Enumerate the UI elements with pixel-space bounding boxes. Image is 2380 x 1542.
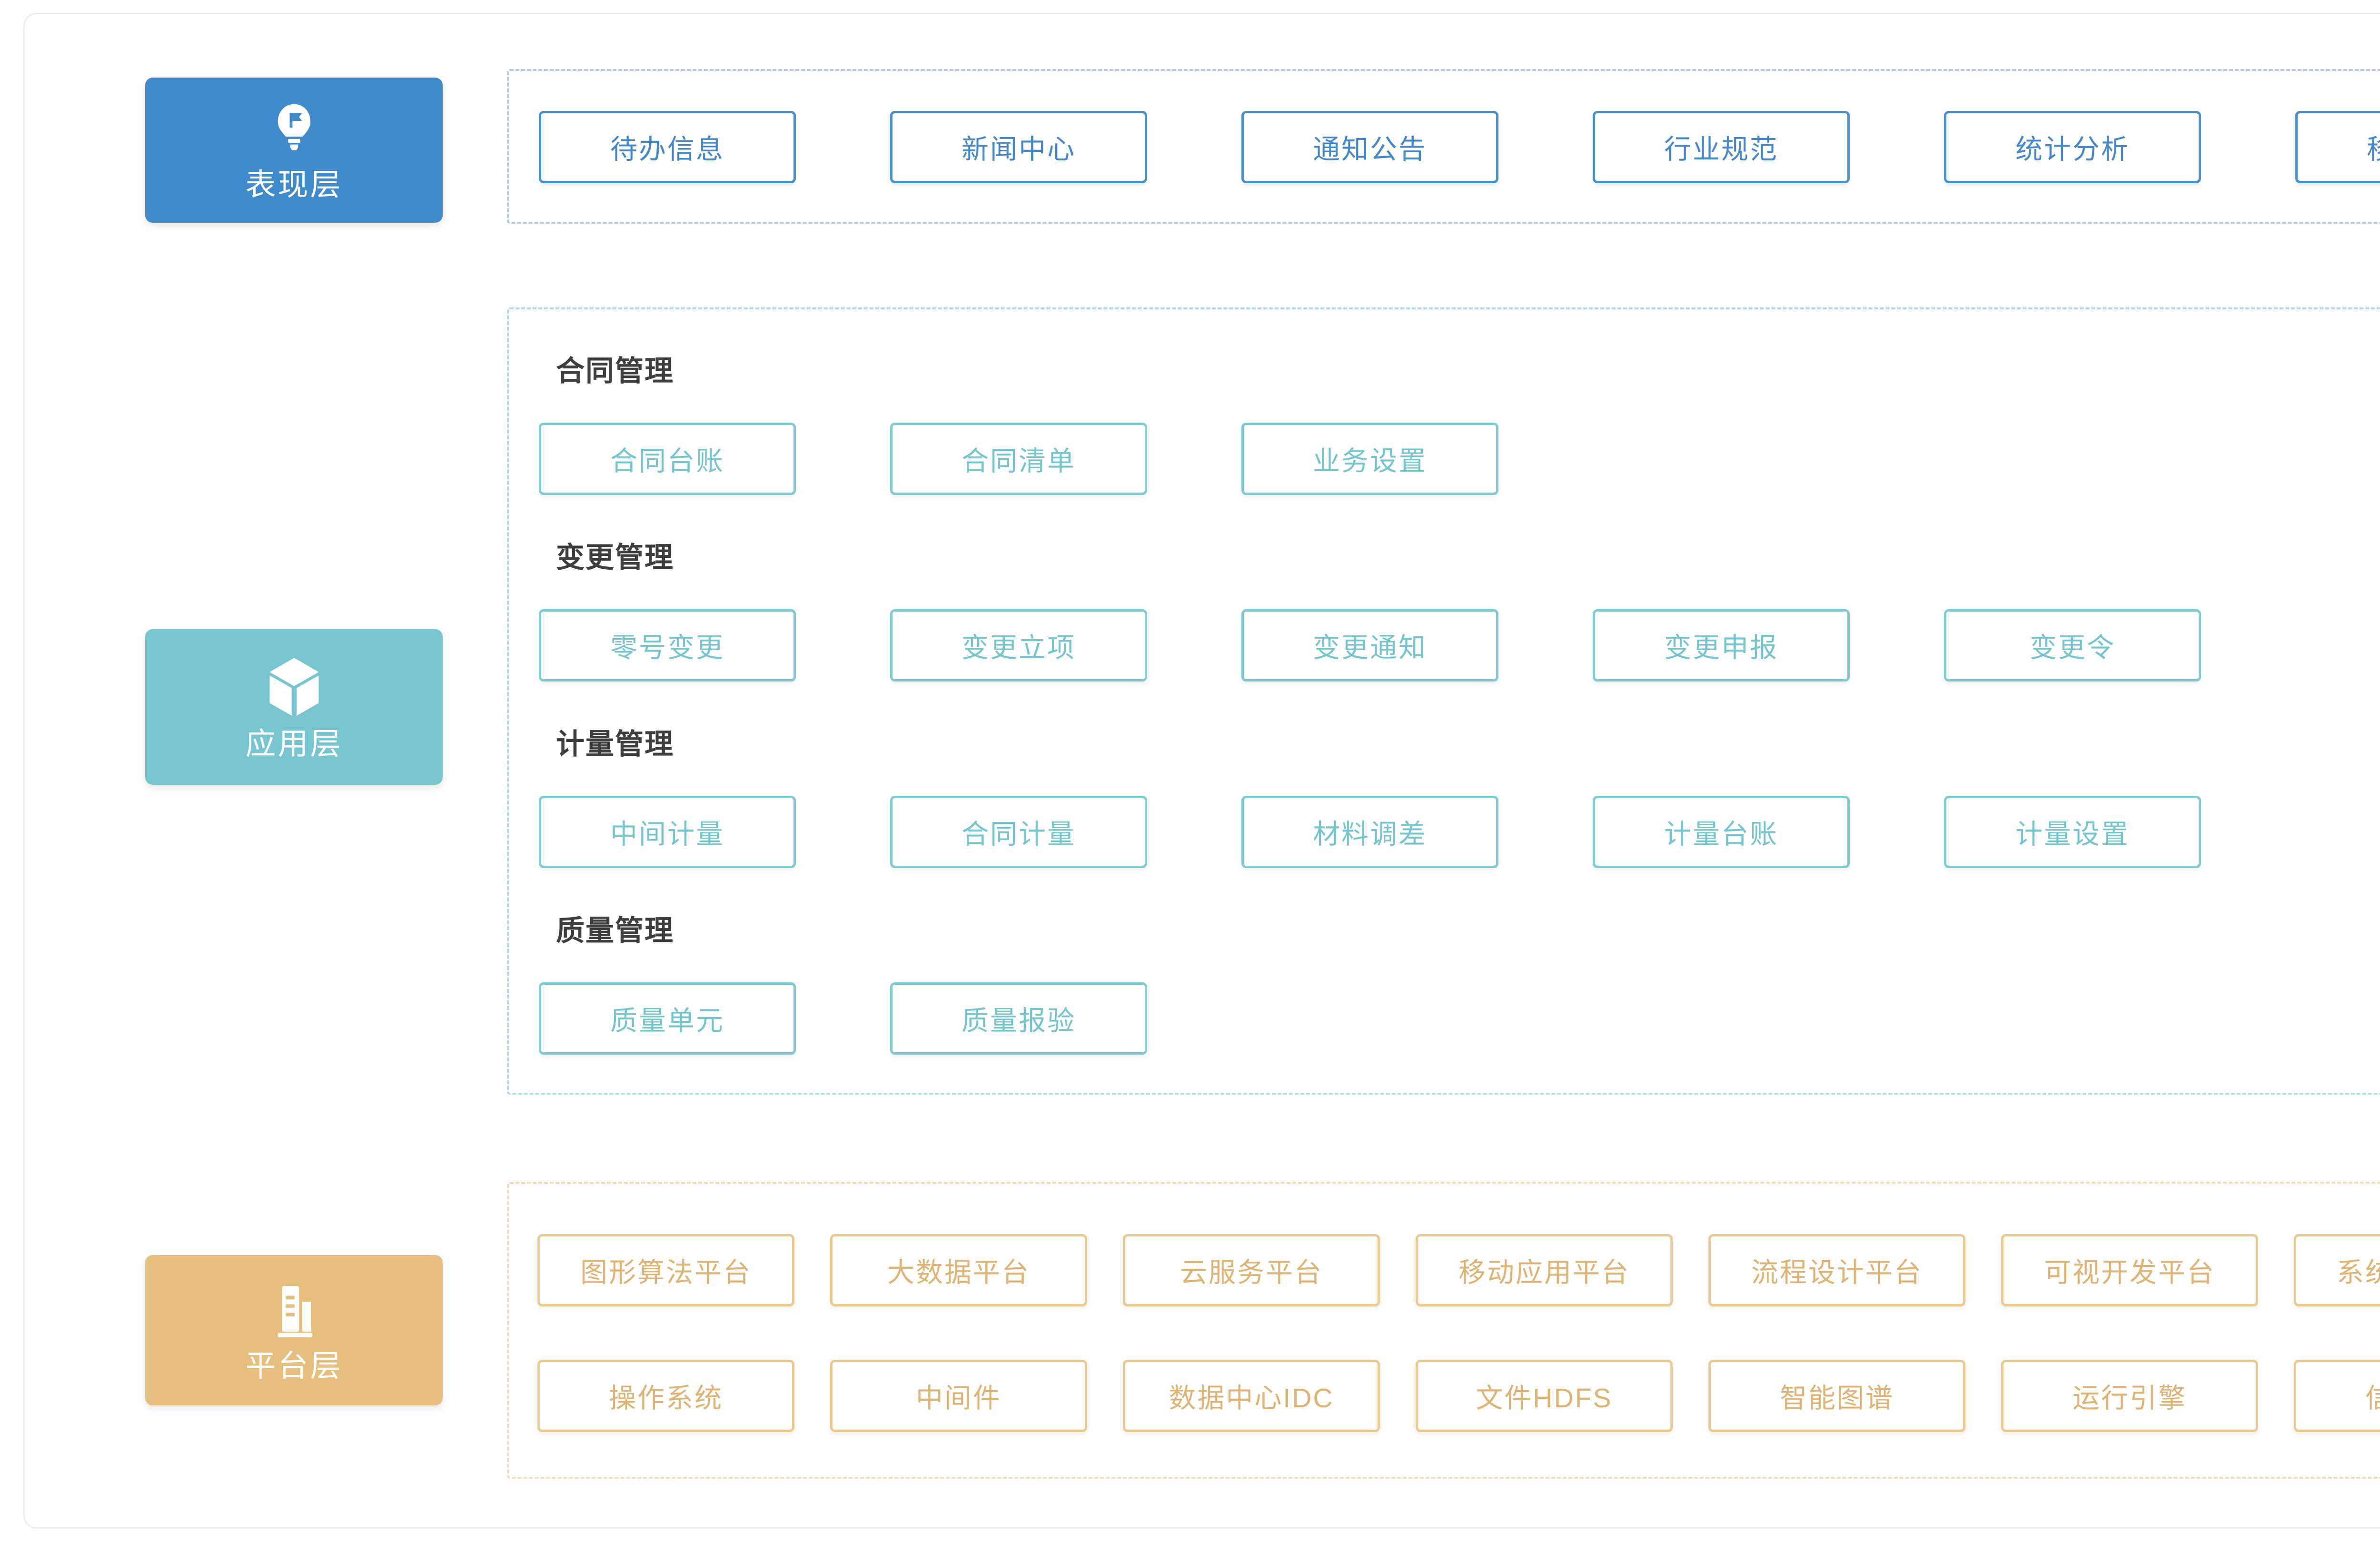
module-button[interactable]: 移动应用平台 [1416,1234,1673,1306]
module-button[interactable]: 信息安全 [2294,1360,2380,1432]
module-row: 待办信息 新闻中心 通知公告 行业规范 统计分析 移动应用 [539,111,2380,183]
platform-modules-area: 图形算法平台大数据平台云服务平台移动应用平台流程设计平台可视开发平台系统集成平台… [507,1182,2380,1479]
module-button[interactable]: 通知公告 [1241,111,1498,183]
group-heading: 计量管理 [556,728,674,760]
group-heading: 质量管理 [556,915,674,947]
module-row: 中间计量 合同计量 材料调差 计量台账 计量设置 [539,796,2380,868]
module-button[interactable]: 材料调差 [1241,796,1498,868]
module-button[interactable]: 变更通知 [1241,609,1498,682]
module-button[interactable]: 质量单元 [539,982,796,1055]
module-row: 零号变更 变更立项 变更通知 变更申报 变更令 [539,609,2380,682]
module-button[interactable]: 行业规范 [1593,111,1850,183]
group-heading: 变更管理 [556,542,674,573]
module-button[interactable]: 中间件 [830,1360,1087,1432]
module-button[interactable]: 云服务平台 [1123,1234,1380,1306]
module-button[interactable]: 操作系统 [537,1360,794,1432]
module-button[interactable]: 中间计量 [539,796,796,868]
module-button[interactable]: 业务设置 [1241,423,1498,495]
module-button[interactable]: 系统集成平台 [2294,1234,2380,1306]
module-row: 图形算法平台大数据平台云服务平台移动应用平台流程设计平台可视开发平台系统集成平台 [537,1234,2380,1306]
layer-box-presentation: 表现层 [145,78,443,223]
module-button[interactable]: 大数据平台 [830,1234,1087,1306]
module-button[interactable]: 可视开发平台 [2001,1234,2258,1306]
module-button[interactable]: 计量设置 [1944,796,2201,868]
module-button[interactable]: 文件HDFS [1416,1360,1673,1432]
application-modules-area: 合同管理合同台账 合同清单 业务设置变更管理零号变更 变更立项 变更通知 变更申报 变更令计… [507,307,2380,1095]
module-button[interactable]: 智能图谱 [1708,1360,1965,1432]
module-button[interactable]: 变更立项 [890,609,1147,682]
module-button[interactable]: 合同清单 [890,423,1147,495]
module-button[interactable]: 质量报验 [890,982,1147,1055]
module-button[interactable]: 新闻中心 [890,111,1147,183]
module-button[interactable]: 待办信息 [539,111,796,183]
module-row: 质量单元 质量报验 [539,982,2380,1055]
buildings-icon [277,1286,312,1337]
layer-label: 表现层 [245,167,343,202]
module-button[interactable]: 变更申报 [1593,609,1850,682]
layer-label: 应用层 [245,726,343,761]
layer-label: 平台层 [245,1349,343,1383]
module-button[interactable]: 合同台账 [539,423,796,495]
layer-box-application: 应用层 [145,629,443,785]
module-button[interactable]: 零号变更 [539,609,796,682]
module-button[interactable]: 合同计量 [890,796,1147,868]
group-heading: 合同管理 [556,355,674,387]
module-button[interactable]: 图形算法平台 [537,1234,794,1306]
module-button[interactable]: 流程设计平台 [1708,1234,1965,1306]
cube-icon [269,657,318,716]
module-row: 合同台账 合同清单 业务设置 [539,423,2380,495]
layer-box-platform: 平台层 [145,1255,443,1405]
module-button[interactable]: 数据中心IDC [1123,1360,1380,1432]
presentation-modules-area: 待办信息 新闻中心 通知公告 行业规范 统计分析 移动应用 [507,69,2380,224]
module-button[interactable]: 统计分析 [1944,111,2201,183]
module-button[interactable]: 计量台账 [1593,796,1850,868]
module-button[interactable]: 运行引擎 [2001,1360,2258,1432]
module-button[interactable]: 变更令 [1944,609,2201,682]
module-button[interactable]: 移动应用 [2295,111,2380,183]
lightbulb-icon [278,104,310,150]
